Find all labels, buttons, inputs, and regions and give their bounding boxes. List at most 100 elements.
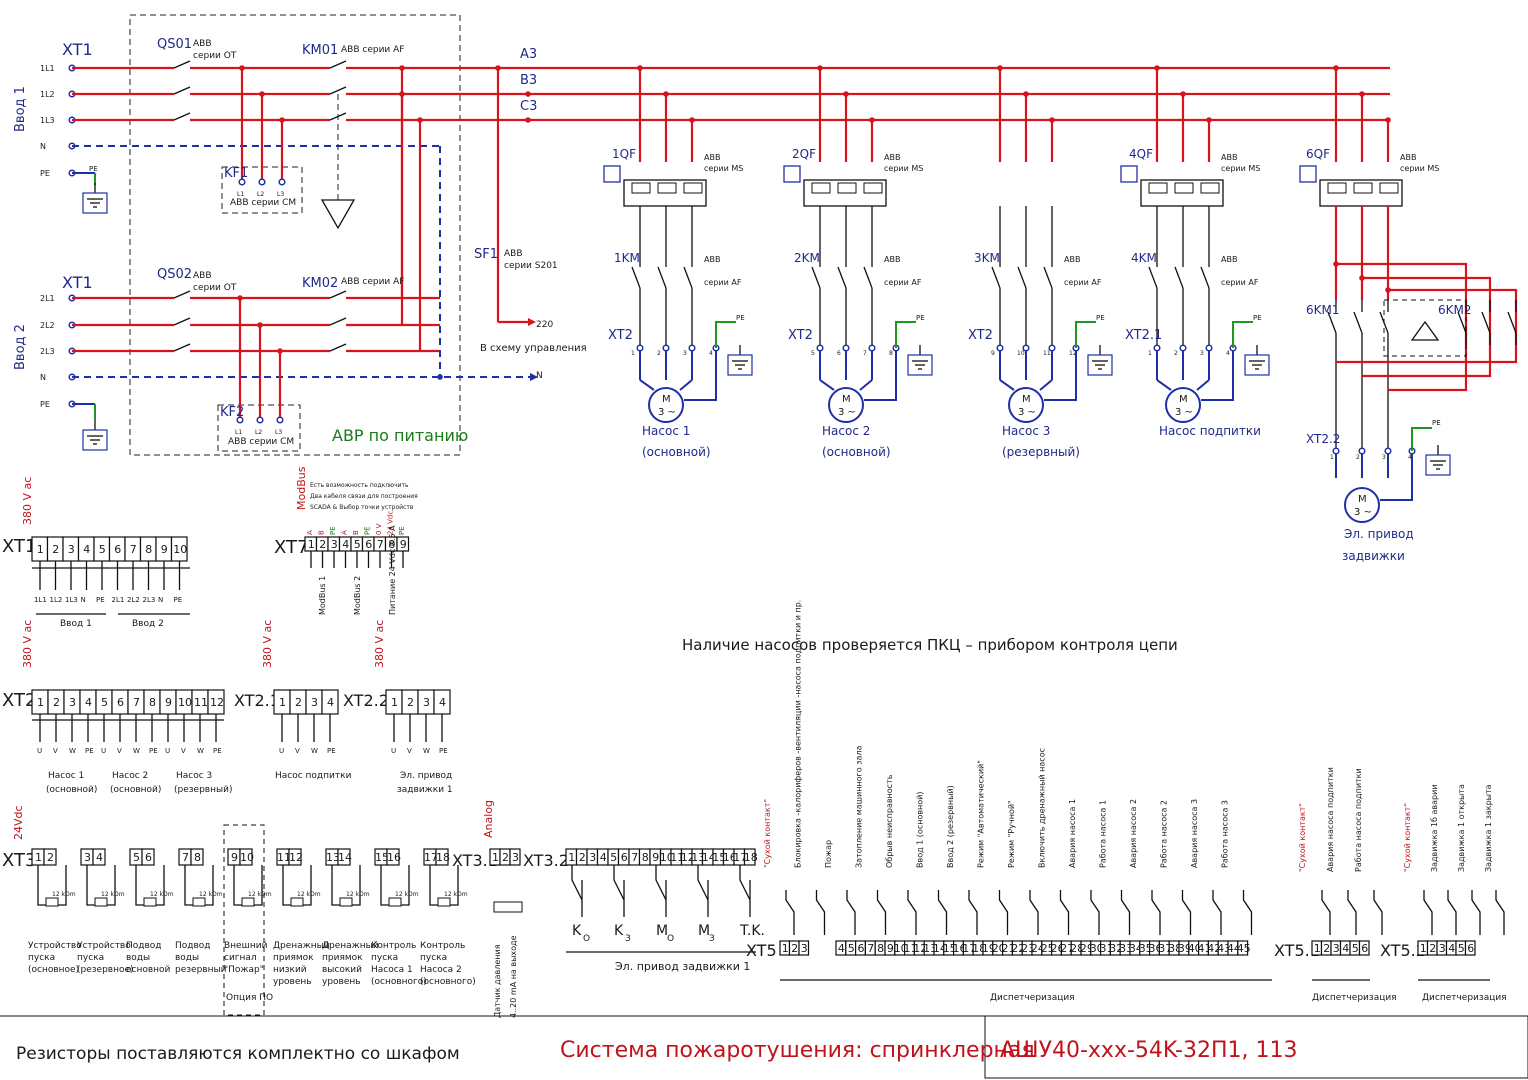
terminal-num: 5 [610,851,617,864]
avr-label: АВР по питанию [332,426,469,445]
qf-label: 4QF [1129,147,1153,161]
xt-label: XT2 [968,328,993,343]
valve-xt-term: 3 [1382,454,1386,461]
xt2-bottom: PE [149,747,158,755]
title-block [984,1015,1528,1079]
resistor-icon [290,897,304,907]
terminal-num: 5 [99,543,106,556]
xt22-bottom: PE [439,747,448,755]
input2-label: Ввод 2 [13,324,28,370]
terminal-num: 6 [114,543,121,556]
terminal-num: 2 [52,543,59,556]
terminal-num: 4 [83,543,90,556]
terminal-num: 11 [194,696,208,709]
terminal-num: 7 [377,538,384,551]
resistor-icon [143,897,157,907]
pump-name: Насос подпитки [1159,424,1261,438]
valve-name: Эл. привод [1344,527,1414,541]
xt3-group-label: воды [126,953,150,963]
pe-label: PE [736,314,745,322]
terminal-num: 7 [867,942,874,955]
terminal-dot [256,416,264,424]
terminal-num: 14 [338,851,352,864]
qs01-desc2: серии OT [193,51,237,61]
xt3-group-label: (основного) [371,977,427,987]
resistor-icon [339,897,353,907]
terminal-num: 15 [375,851,389,864]
terminal-cell [435,848,449,866]
xt2-bottom: V [181,747,186,755]
xt-term: 12 [1069,350,1077,357]
xt3-group-label: пуска [28,953,55,963]
xt21-bottom: V [295,747,300,755]
ground-icon [82,183,108,214]
voltage-label: Analog [482,800,495,838]
xt21-bottom: PE [327,747,336,755]
contactor-desc: ABB [1064,255,1080,264]
terminal-num: 9 [161,543,168,556]
xt1-bottom: 2L1 [112,596,125,604]
terminal-cell [1464,940,1476,956]
terminal-num: 6 [621,851,628,864]
pump-role: (основной) [822,445,891,459]
xt21-strip-label: XT2.1 [234,691,280,710]
xt3-group-label: пуска [77,953,104,963]
terminal-cell [386,848,400,866]
terminal-dot [276,416,284,424]
contact-sub: O [583,934,590,944]
phase-a: A3 [520,47,538,62]
xt3-group-label: Устройство [77,941,131,951]
terminal-num: 17 [424,851,438,864]
xt-term: 4 [709,350,713,357]
pump-role: (резервный) [1002,445,1080,459]
terminal-num: 7 [182,851,189,864]
xt3-group-label: сигнал [224,953,257,963]
xt32-strip-label: XT3.2 [523,851,569,870]
group-label: Ввод 2 [132,619,164,629]
contact-sub: З [709,934,715,944]
arrow-icon [528,318,536,326]
xt51-signal: Работа насоса подпитки [1354,768,1363,872]
xt5-signal: "Сухой контакт" [763,799,772,868]
xt1-strip-label: XT1 [2,536,36,557]
xt3-group-label: Насоса 1 [371,965,413,975]
group-label: Насос 2 [112,771,148,781]
km-label: 2KM [794,251,820,265]
breaker-desc: ABB [704,153,720,162]
valve-xt-label: XT2.2 [1306,432,1340,446]
terminal-num: 13 [326,851,340,864]
terminal-num: 2 [295,696,302,709]
xt21-bottom: U [279,747,284,755]
xt2-bottom: W [197,747,204,755]
km02-label: KM02 [302,276,339,291]
breaker-desc2: серии MS [1221,164,1260,173]
input1-term-label: 1L1 [40,64,55,73]
terminal-dot [842,344,850,352]
system-title: Система пожаротушения: спринклерная [560,1038,1035,1063]
terminal-num: 2 [502,851,509,864]
terminal-num: 2 [1429,942,1436,955]
xt7-top: B [352,530,360,535]
terminal-dot [816,344,824,352]
group-label: задвижки 1 [397,785,453,795]
xt7-top: 0 V [375,523,383,535]
km-label: 1KM [614,251,640,265]
xt-term: 3 [1200,350,1204,357]
qs02-desc2: серии OT [193,283,237,293]
contact-label: K [572,923,582,939]
terminal-num: 3 [512,851,519,864]
xt3-group-label: Внешний [224,941,268,951]
kf1-term: L2 [257,191,264,198]
terminal-num: 4 [96,851,103,864]
xt1-bottom: 1L1 [34,596,47,604]
qs02-desc: ABB [193,271,212,281]
terminal-dot [1153,344,1161,352]
xt2-bottom: V [53,747,58,755]
terminal-cell [509,848,521,866]
xt-term: 1 [1148,350,1152,357]
option-label: Опция ПО [226,993,273,1003]
xt2-bottom: U [37,747,42,755]
